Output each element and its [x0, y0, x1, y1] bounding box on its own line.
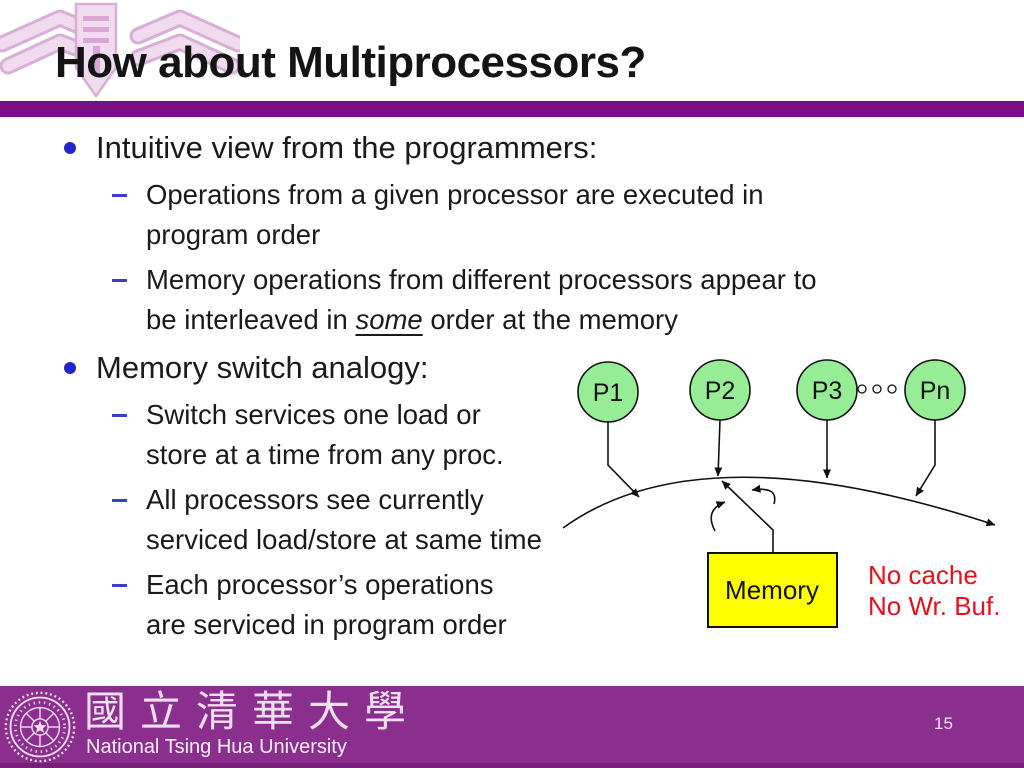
bullet-text: Operations from a given processor are ex… [146, 179, 764, 250]
dash-icon [112, 260, 146, 282]
ellipsis-dots-icon [857, 384, 897, 394]
dash-icon [112, 565, 146, 587]
list-item: Intuitive view from the programmers: [60, 126, 960, 170]
processor-node: Pn [904, 359, 966, 421]
list-item: Switch services one load or store at a t… [112, 395, 960, 475]
list-item: Operations from a given processor are ex… [112, 175, 960, 255]
memory-switch-diagram: P1 P2 P3 Pn Memory [562, 359, 996, 628]
processor-label: P2 [705, 377, 736, 405]
processor-arrow [915, 420, 936, 497]
title-divider-bar [0, 101, 1024, 117]
bullet-text: Memory switch analogy: [96, 350, 429, 385]
bullet-list: Intuitive view from the programmers: Ope… [60, 120, 960, 645]
bullet-text: Intuitive view from the programmers: [96, 130, 598, 165]
processor-arrow [714, 419, 723, 477]
page-number: 15 [934, 714, 953, 733]
list-item: All processors see currently serviced lo… [112, 480, 960, 560]
memory-box: Memory [707, 552, 838, 628]
page-title: How about Multiprocessors? [55, 38, 646, 87]
university-seal-icon [4, 691, 76, 763]
university-name-english: National Tsing Hua University [86, 736, 347, 758]
rotation-arrow-icon [710, 501, 726, 532]
memory-label: Memory [725, 575, 819, 605]
bullet-text: All processors see currently serviced lo… [146, 484, 542, 555]
list-item: Memory operations from different process… [112, 260, 960, 340]
processor-label: P1 [593, 379, 624, 407]
list-item: Memory switch analogy: [60, 346, 960, 390]
footer-bar: 國立清華大學 National Tsing Hua University 15 [0, 686, 1024, 768]
switch-arm [721, 480, 774, 554]
rotation-arrow-icon [751, 484, 776, 505]
dash-icon [112, 175, 146, 197]
no-cache-annotation: No cache No Wr. Buf. [868, 560, 1000, 622]
switch-arc [562, 476, 996, 529]
annotation-line: No cache [868, 560, 978, 590]
annotation-line: No Wr. Buf. [868, 591, 1001, 621]
bullet-text: Switch services one load or store at a t… [146, 399, 504, 470]
processor-label: P3 [812, 377, 843, 405]
list-item: Each processor’s operations are serviced… [112, 565, 960, 645]
processor-node: P1 [577, 361, 639, 423]
dash-icon [112, 395, 146, 417]
bullet-dot-icon [60, 346, 96, 374]
bullet-dot-icon [60, 126, 96, 154]
processor-node: P3 [796, 359, 858, 421]
processor-arrow [607, 422, 640, 498]
nthu-wing-logo-icon [0, 2, 240, 99]
university-name-chinese: 國立清華大學 [84, 687, 421, 736]
emphasized-word: some [355, 304, 423, 335]
bullet-text: Memory operations from different process… [146, 264, 817, 335]
processor-node: P2 [689, 359, 751, 421]
bullet-text: Each processor’s operations are serviced… [146, 569, 507, 640]
processor-label: Pn [920, 377, 951, 405]
dash-icon [112, 480, 146, 502]
